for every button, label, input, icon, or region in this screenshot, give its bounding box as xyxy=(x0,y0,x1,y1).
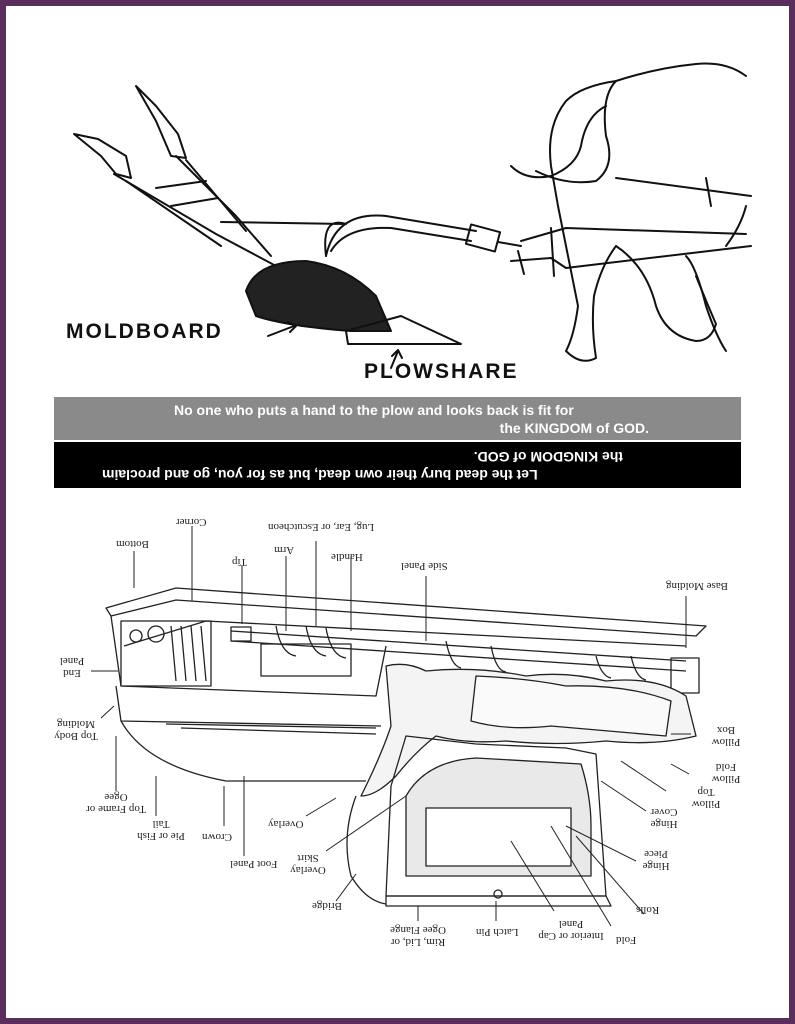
dead-verse-inverted: Let the dead bury their own dead, but as… xyxy=(54,442,741,488)
label-side-panel: Side Panel xyxy=(401,560,448,572)
label-arm: Arm xyxy=(274,544,295,556)
label-base-molding: Base Molding xyxy=(666,580,729,592)
label-overlay-skirt: Overlay Skirt xyxy=(290,852,326,876)
plowshare-label: PLOWSHARE xyxy=(364,360,519,383)
label-foot-panel: Foot Panel xyxy=(230,858,278,870)
right-hand-icon xyxy=(135,85,187,159)
plow-verse-line1: No one who puts a hand to the plow and l… xyxy=(174,402,574,418)
label-bottom: Bottom xyxy=(116,538,150,550)
label-crown: Crown xyxy=(202,831,232,843)
plow-verse-banner: No one who puts a hand to the plow and l… xyxy=(54,397,741,440)
label-pillow-box: Pillow Box xyxy=(711,724,741,748)
casket-illustration xyxy=(91,526,707,927)
label-pie: Pie or Fish Tail xyxy=(137,818,185,842)
dead-verse-line2: the KINGDOM of GOD. xyxy=(473,449,623,465)
label-top-body-molding: Top Body Molding xyxy=(54,718,98,742)
page: MOLDBOARD PLOWSHARE No one who puts a ha… xyxy=(6,6,789,1018)
label-rolls: Rolls xyxy=(636,904,660,916)
left-hand-icon xyxy=(73,133,132,179)
label-lug: Lug, Ear, or Escutcheon xyxy=(268,521,375,533)
dead-verse-banner: Let the dead bury their own dead, but as… xyxy=(54,442,741,488)
label-hinge-cover: Hinge Cover xyxy=(650,806,678,830)
label-hinge-piece: Hinge Piece xyxy=(642,848,670,872)
label-bridge: Bridge xyxy=(312,900,342,912)
label-pillow-top: Pillow Top xyxy=(691,786,721,810)
plow-illustration: MOLDBOARD PLOWSHARE xyxy=(66,62,752,383)
label-overlay: Overlay xyxy=(268,818,304,830)
dead-verse-line1: Let the dead bury their own dead, but as… xyxy=(102,467,538,483)
label-top-frame: Top Frame or Ogee xyxy=(86,791,146,815)
label-rim: Rim, Lid, or Ogee Flange xyxy=(390,924,446,948)
label-pillow-fold: Pillow Fold xyxy=(711,761,741,785)
label-handle: Handle xyxy=(331,551,363,563)
label-corner: Corner xyxy=(176,516,207,528)
moldboard-label: MOLDBOARD xyxy=(66,320,223,343)
label-tip: Tip xyxy=(232,556,247,568)
label-fold: Fold xyxy=(616,934,637,946)
label-latch-pin: Latch Pin xyxy=(476,926,519,938)
label-interior: Interior or Cap Panel xyxy=(538,918,604,942)
plow-verse-line2: the KINGDOM of GOD. xyxy=(499,420,649,436)
label-end-panel: End Panel xyxy=(59,655,85,679)
